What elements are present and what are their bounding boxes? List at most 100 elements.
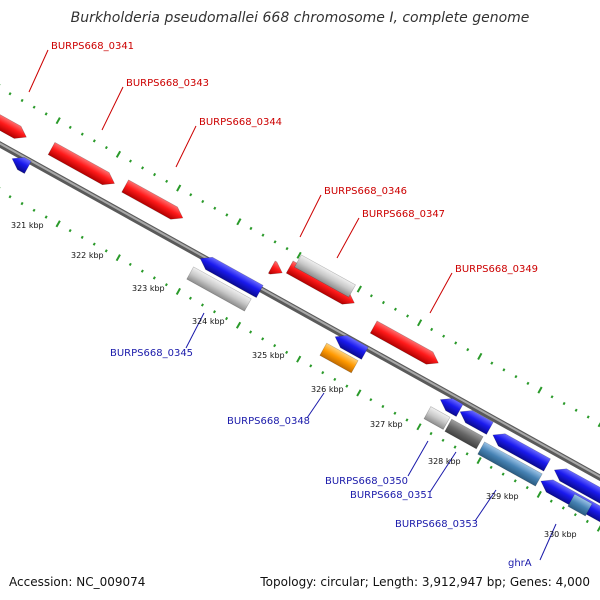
tick-label-324: 324 kbp [192, 317, 225, 326]
gene-label-burps668-0350[interactable]: BURPS668_0350 [325, 476, 408, 487]
tick-label-321: 321 kbp [11, 221, 44, 230]
gene-burps668-0353-steel-end[interactable] [567, 493, 593, 517]
minor-tick [201, 199, 205, 204]
major-tick [356, 389, 362, 397]
minor-tick [129, 159, 132, 163]
gene-burps668-0350[interactable] [423, 406, 451, 430]
gene-small-red[interactable] [267, 260, 285, 279]
minor-tick [406, 314, 410, 318]
minor-tick [165, 179, 169, 183]
minor-tick [92, 242, 96, 246]
gene-blue-329[interactable] [551, 464, 600, 511]
minor-tick [20, 201, 24, 206]
minor-tick [333, 377, 337, 381]
gene-label-burps668-0346[interactable]: BURPS668_0346 [324, 186, 407, 197]
minor-tick [189, 193, 193, 197]
tick-label-327: 327 kbp [370, 420, 403, 429]
minor-tick [92, 139, 96, 143]
gene-burps668-0345[interactable] [186, 266, 252, 312]
minor-tick [561, 506, 565, 510]
gene-label-burps668-0351[interactable]: BURPS668_0351 [350, 490, 433, 501]
gene-blue-323[interactable] [197, 252, 264, 299]
minor-tick [345, 384, 349, 388]
gene-label-burps668-0345[interactable]: BURPS668_0345 [110, 348, 193, 359]
gene-label-burps668-0348[interactable]: BURPS668_0348 [227, 416, 310, 427]
minor-tick [502, 368, 506, 372]
major-tick [417, 319, 423, 327]
major-tick [115, 150, 122, 158]
minor-tick [430, 327, 434, 332]
minor-tick [562, 401, 566, 406]
minor-tick [369, 398, 373, 402]
minor-tick [141, 166, 145, 170]
gene-label-burps668-0353[interactable]: BURPS668_0353 [395, 519, 478, 530]
minor-tick [489, 465, 493, 469]
gene-burps668-0343[interactable] [47, 142, 118, 189]
minor-tick [574, 408, 578, 412]
major-tick [597, 422, 600, 428]
minor-tick [20, 98, 24, 103]
major-tick [416, 423, 422, 431]
minor-tick [32, 208, 36, 212]
gene-blue-326[interactable] [332, 331, 369, 360]
minor-tick [514, 374, 518, 379]
major-tick [476, 457, 482, 465]
gene-blue-327a[interactable] [437, 394, 464, 417]
minor-tick [80, 235, 84, 239]
minor-tick [273, 240, 277, 244]
tick-label-326: 326 kbp [311, 385, 344, 394]
gene-label-burps668-0349[interactable]: BURPS668_0349 [455, 264, 538, 275]
gene-burps668-0349[interactable] [369, 320, 442, 369]
gene-label-burps668-0344[interactable]: BURPS668_0344 [199, 117, 282, 128]
minor-tick [8, 195, 12, 199]
gene-burps668-0351[interactable] [444, 418, 484, 450]
gene-small-blue[interactable] [9, 153, 32, 174]
minor-tick [104, 249, 108, 253]
gene-label-burps668-0343[interactable]: BURPS668_0343 [126, 78, 209, 89]
minor-tick [405, 418, 409, 422]
accession-text: Accession: NC_009074 [9, 575, 145, 589]
minor-tick [32, 105, 36, 109]
gene-burps668-0344[interactable] [121, 179, 187, 224]
minor-tick [585, 519, 589, 524]
minor-tick [249, 330, 253, 334]
gene-burps668-0353[interactable] [477, 441, 543, 487]
gene-label-burps668-0341[interactable]: BURPS668_0341 [51, 41, 134, 52]
minor-tick [321, 371, 325, 375]
minor-tick [393, 411, 397, 415]
tick-label-330: 330 kbp [544, 530, 577, 539]
minor-tick [80, 132, 84, 136]
minor-tick [273, 343, 277, 348]
minor-tick [466, 348, 470, 352]
minor-tick [285, 350, 289, 354]
gene-label-burps668-0347[interactable]: BURPS668_0347 [362, 209, 445, 220]
minor-tick [393, 307, 397, 311]
outer-tick-rail [0, 84, 600, 428]
minor-tick [8, 92, 12, 96]
minor-tick [213, 310, 216, 314]
genome-summary-text: Topology: circular; Length: 3,912,947 bp… [259, 575, 590, 589]
minor-tick [586, 415, 590, 419]
gene-label-ghra[interactable]: ghrA [508, 558, 532, 569]
chromosome-backbone [0, 141, 600, 482]
major-tick [536, 490, 542, 498]
minor-tick [261, 337, 265, 341]
minor-tick [213, 206, 217, 210]
minor-tick [164, 283, 168, 287]
minor-tick [441, 438, 445, 442]
major-tick [296, 251, 302, 259]
gene-blue-328[interactable] [489, 429, 551, 472]
tick-label-323: 323 kbp [132, 284, 165, 293]
minor-tick [453, 445, 457, 449]
gene-burps668-0347[interactable] [294, 254, 356, 298]
gene-burps668-0341[interactable] [0, 110, 30, 144]
tick-label-322: 322 kbp [71, 251, 104, 260]
minor-tick [104, 146, 108, 150]
minor-tick [369, 294, 373, 298]
gene-burps668-0348[interactable] [319, 342, 359, 374]
major-tick [236, 218, 242, 226]
minor-tick [249, 226, 253, 231]
gene-blue-327b[interactable] [457, 406, 494, 435]
minor-tick [153, 172, 157, 177]
minor-tick [573, 513, 577, 517]
